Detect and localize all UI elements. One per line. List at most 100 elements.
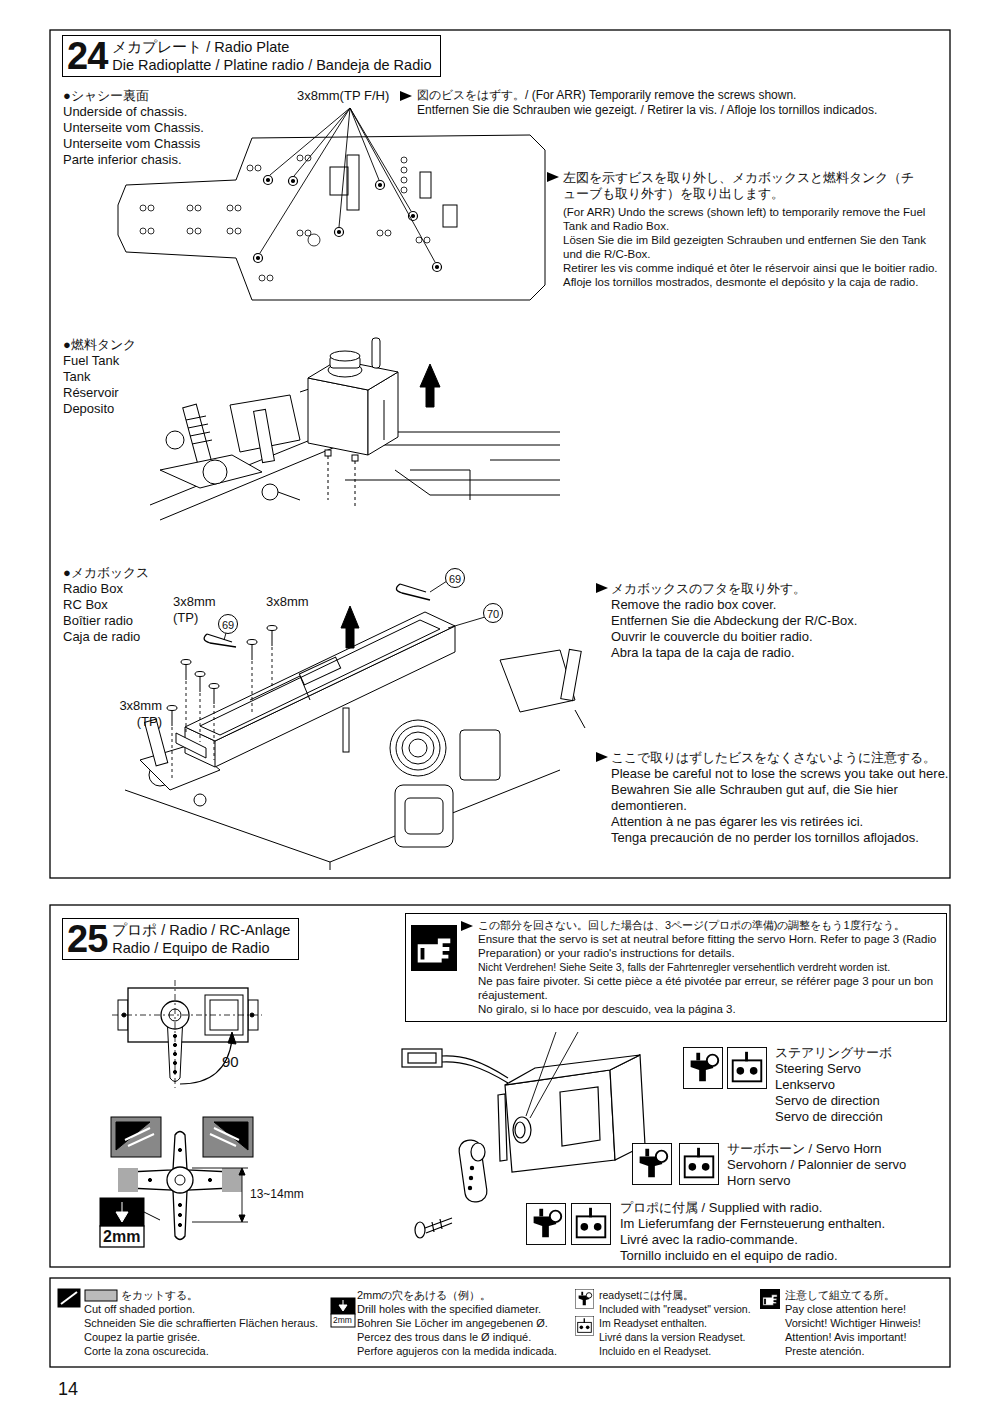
leader-line	[448, 617, 485, 628]
legend-icon	[339, 1300, 347, 1311]
caution-icon	[411, 925, 457, 971]
legend-text: をカットする。	[121, 1288, 198, 1302]
horn-cut-illustration	[100, 1226, 144, 1247]
fuel-tank-illustration	[254, 409, 275, 462]
instruction-text: ここで取りはずしたビスをなくさないように注意する。	[611, 750, 949, 766]
engine	[402, 732, 434, 764]
chassis-hole	[385, 230, 391, 236]
part-caption: RC Box	[63, 597, 108, 613]
callout-number: 70	[483, 603, 503, 623]
chassis-hole	[140, 228, 146, 234]
clip-part	[396, 584, 430, 600]
part-caption: Horn servo	[727, 1173, 791, 1189]
legend-text: Preste atención.	[785, 1344, 865, 1358]
legend-text: readysetには付属。	[599, 1288, 694, 1302]
horn-cut-illustration	[144, 1212, 160, 1220]
screw-mark	[257, 257, 260, 260]
part-caption: Servo de direction	[775, 1093, 880, 1109]
screw-size: 3x8mm	[266, 594, 309, 610]
part-caption: Deposito	[63, 401, 114, 417]
engine	[409, 739, 427, 757]
legend-text: Livré dans la version Readyset.	[599, 1330, 746, 1344]
step-number: 24	[63, 36, 110, 76]
leader-line	[350, 108, 411, 211]
legend-icon	[331, 1298, 355, 1314]
radio-box	[176, 612, 455, 767]
horn-cut-illustration	[178, 1203, 181, 1206]
legend-text: Perfore agujeros con la medida indicada.	[357, 1344, 557, 1358]
step-title-text: メカプレート / Radio Plate	[112, 38, 431, 56]
part-caption: Parte inferior chasis.	[63, 152, 182, 168]
page-number: 14	[58, 1378, 78, 1400]
horn-cut-illustration	[178, 1213, 181, 1216]
title-column: メカプレート / Radio PlateDie Radioplatte / Pl…	[110, 37, 439, 75]
step-number: 25	[63, 919, 110, 959]
screw-mark	[376, 181, 385, 190]
screw-size: 3x8mm (TP)	[112, 698, 162, 730]
leader-line	[260, 108, 435, 262]
legend-text: Coupez la partie grisée.	[84, 1330, 200, 1344]
instruction-text: Afloje los tornillos mostrados, desmonte…	[563, 275, 948, 289]
fuel-tank-illustration	[203, 460, 227, 484]
legend-icon	[575, 1289, 594, 1308]
legend-icon	[61, 1292, 77, 1304]
screw-mark	[338, 231, 341, 234]
part-caption: Steering Servo	[775, 1061, 861, 1077]
screw-mark	[436, 266, 439, 269]
engine	[395, 785, 453, 847]
radio-box-illustration	[561, 649, 582, 700]
callout-number-text: 69	[222, 616, 234, 634]
radio-box	[176, 733, 206, 758]
servo-horn-part	[458, 1139, 488, 1203]
part-caption: Unterseite vom Chassis.	[63, 120, 204, 136]
step-title-text: Die Radioplatte / Platine radio / Bandej…	[112, 56, 431, 74]
drill-size: 2mm	[333, 1314, 352, 1327]
radio-box-illustration	[125, 581, 585, 870]
part-caption: Unterseite vom Chassis	[63, 136, 200, 152]
leader-line	[350, 108, 379, 180]
chassis-hole	[424, 237, 430, 243]
screw-part	[272, 630, 273, 646]
legend-text: Cut off shaded portion.	[84, 1302, 195, 1316]
part-caption: Servohorn / Palonnier de servo	[727, 1157, 906, 1173]
legend-icon	[85, 1290, 117, 1301]
instruction-text: Entfernen Sie die Schrauben wie gezeigt.…	[417, 103, 947, 118]
clip-part	[204, 584, 430, 647]
servo-illustration	[505, 1055, 640, 1085]
note-text: Nicht Verdrehen! Siehe Seite 3, falls de…	[478, 960, 942, 974]
leader-line	[430, 581, 447, 592]
fuel-tank-illustration	[160, 455, 262, 488]
caution-note: この部分を回さない。回した場合は、3ページ(プロポの準備)の調整をもう1度行なう…	[405, 913, 947, 1022]
fuel-tank-illustration	[166, 431, 184, 449]
pointer-triangle	[547, 172, 559, 182]
chassis-hole	[148, 228, 154, 234]
servo-illustration	[560, 1087, 600, 1146]
legend-text: Corte la zona oscurecida.	[84, 1344, 209, 1358]
legend-text: Drill holes with the specified diameter.	[357, 1302, 541, 1316]
step-title: 24メカプレート / Radio PlateDie Radioplatte / …	[62, 35, 441, 77]
screw-mark	[289, 177, 298, 186]
legend-text: 注意して組立てる所。	[785, 1288, 895, 1302]
fuel-tank-illustration	[186, 416, 212, 444]
radio-box	[299, 657, 340, 685]
instruction-text: Bewahren Sie alle Schrauben gut auf, die…	[611, 782, 949, 814]
part-caption: Underside of chassis.	[63, 104, 187, 120]
readyset-icon	[632, 1144, 671, 1185]
servo-illustration	[513, 1117, 531, 1143]
legend-text: Incluido en el Readyset.	[599, 1344, 711, 1358]
radio-box-illustration	[343, 708, 349, 752]
leader-line	[526, 1032, 556, 1116]
leader-line	[260, 108, 350, 253]
part-caption: Boîtier radio	[63, 613, 133, 629]
screw-size: 3x8mm (TP)	[173, 594, 223, 626]
chassis-hole	[377, 230, 383, 236]
chassis-hole	[140, 205, 146, 211]
chassis-hole	[235, 228, 241, 234]
fuel-tank	[308, 378, 368, 455]
instruction-text: 図のビスをはずす。/ (For ARR) Temporarily remove …	[417, 88, 947, 103]
clip-part	[207, 634, 232, 642]
screw-part	[415, 1218, 452, 1238]
fuel-tank	[325, 450, 331, 456]
servo-horn-part	[468, 1186, 471, 1189]
callout-number: 69	[218, 614, 238, 634]
